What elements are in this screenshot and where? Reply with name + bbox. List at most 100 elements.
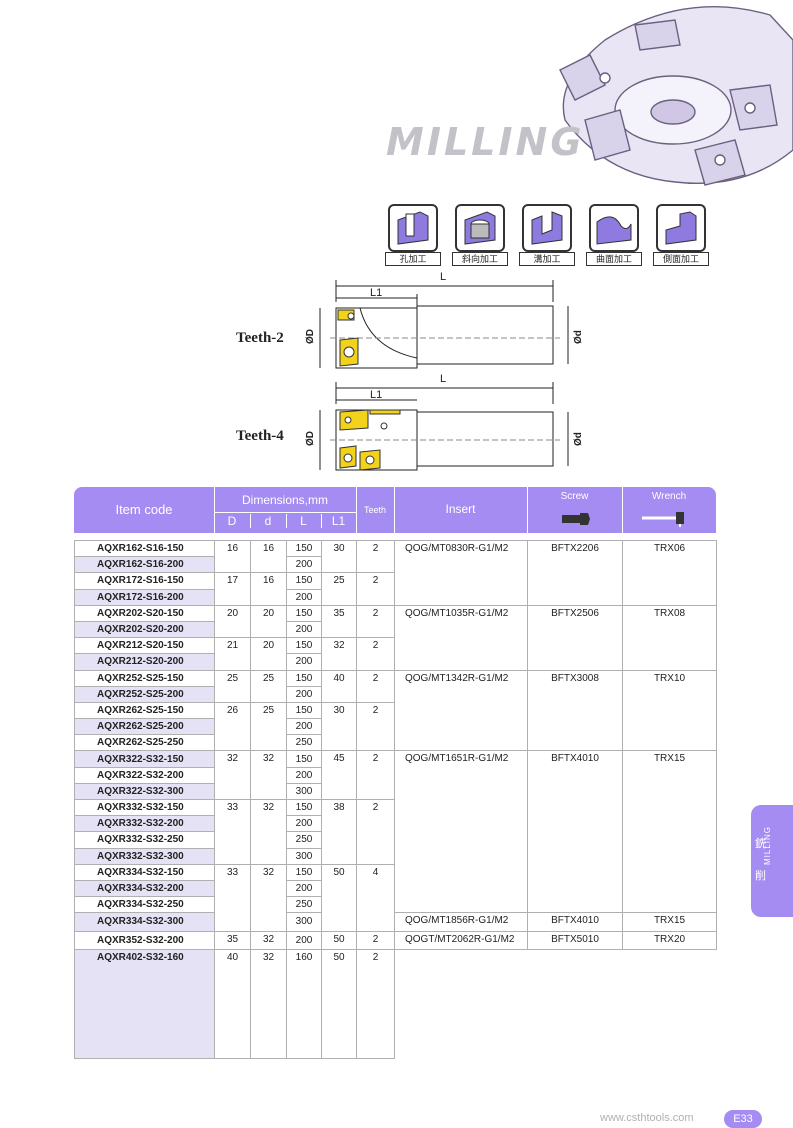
item-code: AQXR334-S32-250 (74, 896, 215, 914)
dim-d: 32 (250, 799, 287, 865)
cell-wrench: TRX15 (622, 912, 717, 932)
teeth-2-drawing: L L1 ØD Ød (305, 271, 584, 369)
cell-wrench: TRX06 (622, 540, 717, 606)
item-code: AQXR322-S32-200 (74, 766, 215, 784)
dim-teeth: 2 (356, 701, 395, 752)
dim-teeth: 2 (356, 750, 395, 800)
teeth-2-label: Teeth-2 (236, 330, 284, 346)
header-item-code: Item code (115, 502, 173, 517)
svg-text:L: L (440, 271, 446, 283)
item-code: AQXR352-S32-200 (74, 930, 215, 950)
dim-teeth: 2 (356, 669, 395, 703)
dim-d: 32 (250, 750, 287, 800)
item-code: AQXR334-S32-300 (74, 912, 215, 932)
dim-D: 35 (214, 930, 251, 950)
header-insert: Insert (445, 502, 476, 516)
svg-text:ØD: ØD (305, 431, 316, 446)
item-code: AQXR202-S20-150 (74, 604, 215, 622)
dim-L: 200 (286, 588, 322, 606)
item-code: AQXR172-S16-200 (74, 588, 215, 606)
dim-d: 25 (250, 701, 287, 752)
dim-L: 200 (286, 620, 322, 639)
operation-ramping: 斜向加工 (452, 204, 510, 266)
dim-L1: 30 (321, 701, 357, 752)
teeth-4-label: Teeth-4 (236, 428, 284, 444)
milling-cutter-image (559, 6, 793, 186)
cell-insert: QOG/MT1342R-G1/M2 (394, 669, 528, 752)
dim-d: 16 (250, 539, 287, 574)
dim-d: 25 (250, 669, 287, 703)
dim-D: 20 (214, 604, 251, 639)
item-code: AQXR162-S16-200 (74, 556, 215, 574)
item-code: AQXR202-S20-200 (74, 620, 215, 639)
cell-screw: BFTX4010 (527, 750, 623, 914)
dim-D: 33 (214, 799, 251, 865)
item-code: AQXR332-S32-300 (74, 847, 215, 865)
svg-text:Ød: Ød (573, 330, 584, 344)
operation-side: 側面加工 (653, 204, 711, 266)
dim-teeth: 2 (356, 799, 395, 865)
dim-L: 150 (286, 863, 322, 881)
svg-text:L: L (440, 373, 446, 385)
screw-icon (562, 513, 590, 525)
dim-D: 26 (214, 701, 251, 752)
dim-teeth: 2 (356, 572, 395, 606)
dim-D: 16 (214, 539, 251, 574)
header-L: L (286, 514, 322, 528)
cell-screw: BFTX4010 (527, 912, 623, 932)
dim-L1: 50 (321, 863, 357, 932)
svg-text:Ød: Ød (573, 432, 584, 446)
dim-d: 32 (250, 948, 287, 1060)
item-code: AQXR334-S32-200 (74, 879, 215, 898)
item-code: AQXR172-S16-150 (74, 572, 215, 590)
item-code: AQXR252-S25-150 (74, 669, 215, 687)
dim-L: 300 (286, 912, 322, 932)
operation-drilling: 孔加工 (385, 204, 443, 266)
item-code: AQXR322-S32-150 (74, 750, 215, 768)
cell-screw: BFTX2206 (527, 540, 623, 606)
item-code: AQXR322-S32-300 (74, 782, 215, 801)
cell-screw: BFTX3008 (527, 669, 623, 752)
item-code: AQXR212-S20-150 (74, 637, 215, 655)
dim-L: 150 (286, 750, 322, 768)
dim-D: 33 (214, 863, 251, 932)
cell-screw: BFTX5010 (527, 930, 623, 950)
item-code: AQXR332-S32-250 (74, 831, 215, 849)
dim-L1: 50 (321, 948, 357, 1060)
wrench-icon (642, 512, 684, 527)
dim-D: 17 (214, 572, 251, 606)
item-code: AQXR262-S25-250 (74, 734, 215, 752)
dim-L: 250 (286, 896, 322, 914)
cell-insert: QOG/MT1856R-G1/M2 (394, 912, 528, 932)
page-title: MILLING (386, 120, 585, 164)
dim-L: 200 (286, 718, 322, 736)
dim-D: 40 (214, 948, 251, 1060)
dim-teeth: 2 (356, 948, 395, 1060)
header-screw: Screw (560, 491, 589, 502)
teeth-4-drawing: L L1 ØD Ød (305, 373, 584, 471)
footer-url[interactable]: www.csthtools.com (600, 1112, 694, 1124)
dim-L1: 35 (321, 604, 357, 639)
dim-L: 150 (286, 604, 322, 622)
header-wrench: Wrench (651, 491, 687, 502)
dim-L1: 30 (321, 539, 357, 574)
dim-d: 32 (250, 863, 287, 932)
item-code: AQXR332-S32-150 (74, 798, 215, 817)
dim-L: 150 (286, 539, 322, 558)
dim-d: 20 (250, 604, 287, 639)
cell-insert: QOG/MT1651R-G1/M2 (394, 750, 528, 914)
dim-L: 150 (286, 572, 322, 590)
cell-screw: BFTX2506 (527, 604, 623, 671)
cell-insert: QOG/MT0830R-G1/M2 (394, 540, 528, 606)
dim-L: 200 (286, 766, 322, 784)
cell-wrench: TRX08 (622, 604, 717, 671)
dim-L1: 50 (321, 930, 357, 950)
dim-L: 150 (286, 637, 322, 655)
